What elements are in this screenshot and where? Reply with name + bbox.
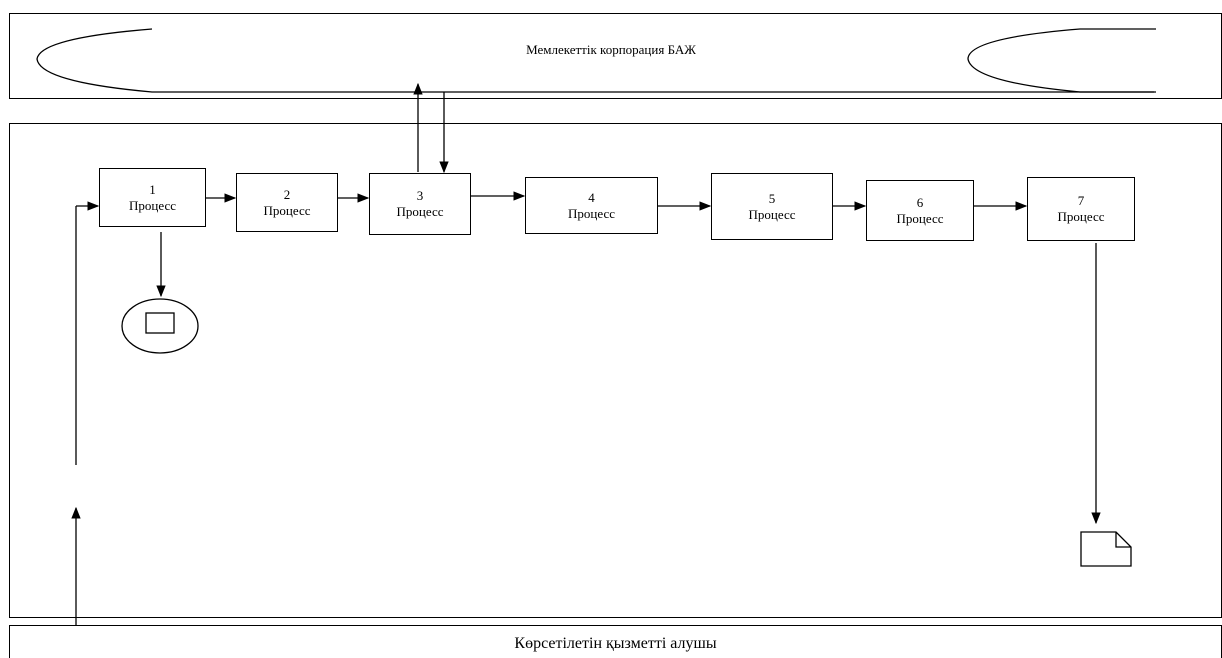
process-5-number: 5	[768, 190, 776, 206]
process-7-label: Процесс	[1057, 209, 1105, 224]
process-box-1[interactable]: 1 Процесс	[99, 168, 206, 227]
process-5-label: Процесс	[748, 206, 796, 222]
document-icon	[1080, 531, 1132, 567]
process-box-7[interactable]: 7 Процесс	[1027, 177, 1135, 241]
process-2-label: Процесс	[263, 202, 311, 218]
process-1-number: 1	[149, 181, 156, 197]
process-box-4[interactable]: 4 Процесс	[525, 177, 658, 234]
lane-state-corporation	[9, 13, 1222, 99]
process-4-number: 4	[588, 189, 595, 205]
process-4-label: Процесс	[568, 205, 615, 221]
process-box-3[interactable]: 3 Процесс	[369, 173, 471, 235]
process-box-5[interactable]: 5 Процесс	[711, 173, 833, 240]
left-lane-curve	[36, 28, 1154, 93]
process-6-label: Процесс	[896, 210, 944, 226]
process-box-2[interactable]: 2 Процесс	[236, 173, 338, 232]
process-box-6[interactable]: 6 Процесс	[866, 180, 974, 241]
state-corporation-label: Мемлекеттік корпорация БАЖ	[526, 42, 696, 57]
process-1-label: Процесс	[129, 197, 176, 213]
process-3-number: 3	[416, 188, 424, 203]
output-rect-icon	[145, 312, 175, 334]
process-7-number: 7	[1077, 193, 1085, 208]
right-lane-curve	[967, 28, 1156, 93]
lane-service-recipient-label: Көрсетілетін қызметті алушы	[514, 635, 717, 652]
process-6-number: 6	[916, 194, 924, 210]
lane-service-recipient: Көрсетілетін қызметті алушы	[9, 625, 1222, 658]
process-2-number: 2	[283, 186, 291, 202]
process-3-label: Процесс	[396, 204, 444, 219]
